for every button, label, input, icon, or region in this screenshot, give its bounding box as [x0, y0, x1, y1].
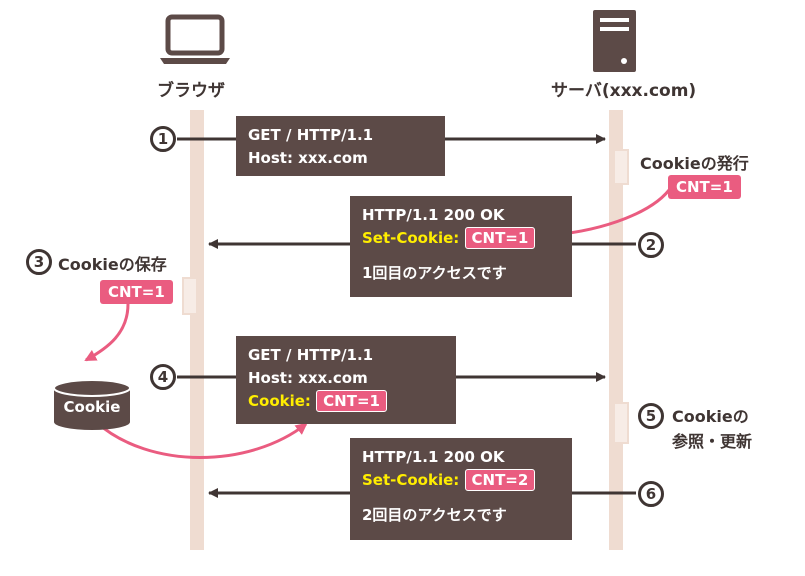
response-2-body: 1回目のアクセスです — [362, 264, 507, 282]
request-1-line-2: Host: xxx.com — [248, 149, 368, 167]
response-6-body: 2回目のアクセスです — [362, 506, 507, 524]
browser-label: ブラウザ — [157, 81, 225, 101]
request-4-line-1: GET / HTTP/1.1 — [248, 346, 374, 364]
save-to-store-arrow — [84, 303, 130, 362]
step-2-marker: 2 — [638, 232, 664, 258]
cookie-header-value: CNT=1 — [316, 390, 387, 412]
cookie-store-cylinder — [53, 379, 131, 430]
set-cookie-label: Set-Cookie: — [362, 229, 460, 247]
step-1-marker: 1 — [150, 126, 176, 152]
response-2-message: HTTP/1.1 200 OK Set-Cookie: CNT=1 1回目のアク… — [350, 196, 572, 297]
saved-cookie-badge: CNT=1 — [100, 280, 173, 304]
request-1-line-1: GET / HTTP/1.1 — [248, 126, 374, 144]
request-4-header: Cookie: CNT=1 — [248, 390, 444, 413]
server-icon — [593, 10, 636, 72]
response-2-status: HTTP/1.1 200 OK — [362, 206, 505, 224]
issued-cookie-badge: CNT=1 — [668, 175, 741, 199]
step-3-marker: 3 — [26, 249, 52, 275]
step-6-marker: 6 — [638, 481, 664, 507]
step-5-marker: 5 — [638, 403, 664, 429]
response-6-header: Set-Cookie: CNT=2 — [362, 469, 560, 492]
server-label: サーバ(xxx.com) — [551, 81, 697, 101]
server-activation-box-issue — [613, 149, 629, 185]
cookie-update-label-line-2: 参照・更新 — [672, 432, 753, 451]
cookie-update-label-line-1: Cookieの — [672, 407, 749, 426]
store-to-cookie-header-arrow — [95, 420, 308, 459]
browser-activation-box — [182, 277, 198, 315]
server-activation-box-update — [613, 402, 629, 444]
response-2-header: Set-Cookie: CNT=1 — [362, 227, 560, 250]
response-6-status: HTTP/1.1 200 OK — [362, 448, 505, 466]
laptop-icon — [160, 14, 230, 64]
browser-lifeline — [190, 110, 204, 550]
cookie-save-label: Cookieの保存 — [58, 255, 167, 274]
response-6-message: HTTP/1.1 200 OK Set-Cookie: CNT=2 2回目のアク… — [350, 438, 572, 540]
cookie-store-label: Cookie — [63, 398, 121, 416]
step-4-marker: 4 — [150, 364, 176, 390]
set-cookie-label-2: Set-Cookie: — [362, 471, 460, 489]
request-1-message: GET / HTTP/1.1 Host: xxx.com — [236, 116, 445, 176]
cookie-header-label: Cookie: — [248, 392, 311, 410]
request-4-line-2: Host: xxx.com — [248, 369, 368, 387]
set-cookie-value-2: CNT=2 — [464, 469, 536, 491]
cookie-issue-label: Cookieの発行 — [640, 154, 749, 173]
set-cookie-value: CNT=1 — [464, 227, 536, 249]
request-4-message: GET / HTTP/1.1 Host: xxx.com Cookie: CNT… — [236, 336, 456, 424]
